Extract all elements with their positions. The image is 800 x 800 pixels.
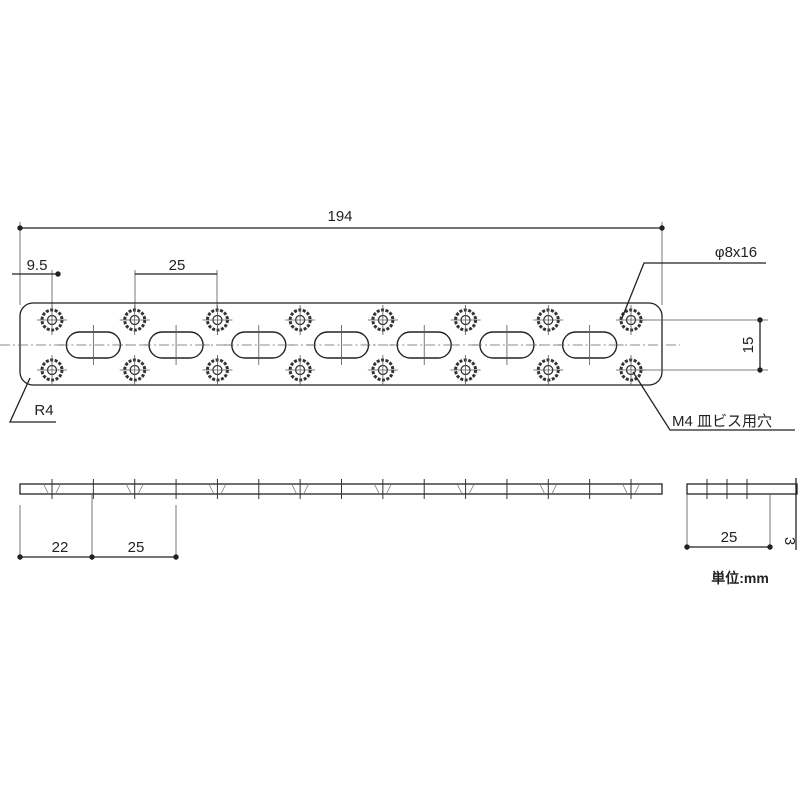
slot: [141, 325, 212, 365]
dim-side-edge: 22 25: [17, 495, 179, 560]
dim-9-5-label: 9.5: [27, 257, 48, 274]
side-hole-mark: [43, 479, 61, 499]
side-hole-mark: [209, 479, 226, 499]
side-hole-mark: [539, 479, 557, 499]
callout-radius: R4: [8, 377, 56, 423]
side-hole-mark: [622, 479, 640, 499]
dim-25-label: 25: [169, 257, 186, 274]
hole-note-label: M4 皿ビス用穴: [672, 413, 772, 430]
side-hole-mark: [457, 479, 474, 499]
screw-hole: [450, 305, 481, 335]
slot: [554, 325, 625, 365]
screw-hole: [119, 355, 150, 385]
dim-width-label: 25: [721, 529, 738, 546]
slot: [223, 325, 294, 365]
screw-hole: [367, 355, 398, 385]
screw-hole: [285, 355, 316, 385]
screw-hole: [450, 355, 481, 385]
dim-15-label: 15: [740, 337, 757, 354]
callout-hole-note: M4 皿ビス用穴: [632, 371, 795, 431]
screw-hole: [367, 305, 398, 335]
screw-hole: [533, 305, 564, 335]
screw-hole: [533, 355, 564, 385]
callout-slot: φ8x16: [621, 244, 766, 319]
side-hole-mark: [126, 479, 144, 499]
dim-overall-length: 194: [17, 208, 665, 305]
unit-label: 単位:mm: [711, 570, 769, 586]
dim-hole-pitch: 25: [134, 257, 218, 312]
dim-edge-to-hole: 9.5: [12, 257, 61, 312]
slot: [58, 325, 129, 365]
slot-size-label: φ8x16: [715, 244, 757, 261]
screw-hole: [202, 355, 233, 385]
end-view: [686, 483, 798, 495]
side-view-ticks: [43, 479, 748, 499]
dim-thickness-label: 3: [781, 537, 798, 545]
screw-hole: [37, 355, 67, 385]
screw-hole: [37, 305, 67, 335]
holes-group: [37, 305, 646, 385]
slot: [471, 325, 542, 365]
dim-width: 25 3: [684, 478, 798, 550]
screw-hole: [285, 305, 316, 335]
screw-hole: [202, 305, 233, 335]
screw-hole: [119, 305, 150, 335]
plate-outline: [19, 302, 663, 386]
slot: [306, 325, 377, 365]
dim-side-25-label: 25: [128, 539, 145, 556]
dim-22-label: 22: [52, 539, 69, 556]
dim-vertical-spacing: 15: [640, 317, 768, 373]
radius-label: R4: [34, 402, 53, 419]
side-hole-mark: [291, 479, 309, 499]
slot: [389, 325, 460, 365]
dim-194-label: 194: [327, 208, 352, 225]
side-hole-mark: [374, 479, 392, 499]
